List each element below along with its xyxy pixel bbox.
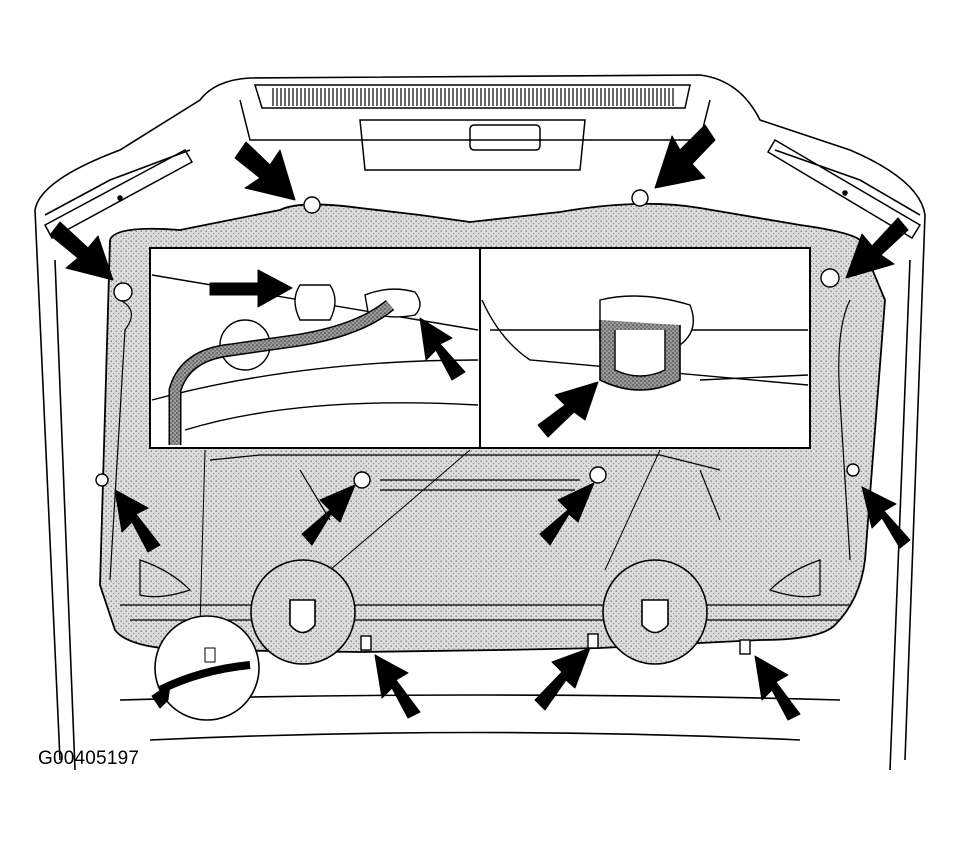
- arrow-top-right: [654, 124, 716, 189]
- arrow-bottom-right: [754, 655, 801, 721]
- arrow-fastener-left: [301, 484, 356, 546]
- arrow-extra-circle: [151, 683, 171, 709]
- figure-code: G00405197: [38, 748, 140, 769]
- inset-leaders: [199, 449, 661, 626]
- circle-detail-left-bottom: [154, 615, 260, 721]
- arrow-right-upper: [845, 217, 909, 279]
- arrow-left-upper: [49, 221, 114, 281]
- hood-hinges: [43, 138, 922, 240]
- arrow-fastener-right: [539, 482, 595, 546]
- arrow-bottom-middle: [534, 647, 591, 711]
- arrow-left-mid: [114, 489, 161, 553]
- callout-arrows: [49, 124, 911, 721]
- vent-slats: [270, 88, 675, 106]
- arrow-inset-harness: [419, 317, 466, 381]
- arrow-top-left: [234, 141, 296, 201]
- detail-inset: [149, 247, 811, 626]
- hood-vent: [239, 84, 711, 171]
- arrow-inset-left: [209, 269, 293, 308]
- hood-latch: [469, 124, 541, 151]
- inset-right-detail: [481, 295, 809, 391]
- arrow-right-mid: [861, 486, 911, 549]
- circle-detail-right: [602, 559, 708, 665]
- circle-detail-middle: [250, 559, 356, 665]
- panel-contours: [109, 299, 851, 621]
- arrow-inset-right: [537, 381, 599, 438]
- arrow-bottom-left: [374, 654, 421, 719]
- panel-fasteners: [95, 189, 860, 655]
